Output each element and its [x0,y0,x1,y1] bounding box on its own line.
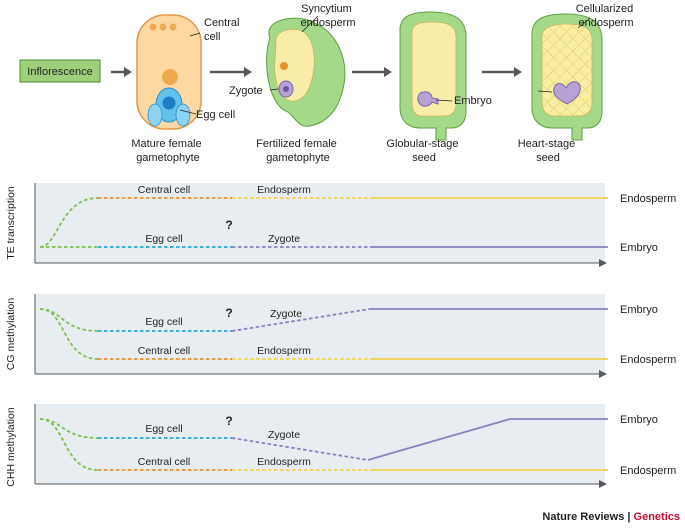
inflorescence-label: Inflorescence [27,66,92,78]
fertilized-gametophyte-illustration [266,15,346,127]
cg-egg-cell-label: Egg cell [145,316,182,328]
journal-credit: Nature Reviews | Genetics [542,511,680,523]
mature-stage-label: Mature female gametophyte [131,138,204,164]
egg-cell-callout: Egg cell [196,109,235,121]
chh-endosperm-label: Endosperm [257,456,311,468]
cg-endosperm-label: Endosperm [257,345,311,357]
heart-stage-label: Heart-stage seed [518,138,579,164]
panel-cg-methylation: CG methylation Egg cell Zygote Central c… [5,294,676,378]
cg-central-cell-label: Central cell [138,345,191,357]
te-egg-cell-label: Egg cell [145,233,182,245]
fertilized-stage-label: Fertilized female gametophyte [256,138,340,164]
cg-right-embryo: Embryo [620,304,658,316]
cg-zygote-dashed [231,308,371,332]
panel-te-transcription: TE transcription Central cell Endosperm … [5,183,676,267]
te-central-cell-label: Central cell [138,184,191,196]
chh-zygote-label: Zygote [268,429,300,441]
cg-question-mark: ? [225,306,232,320]
te-right-endosperm: Endosperm [620,193,676,205]
chh-right-endosperm: Endosperm [620,465,676,477]
panel-chh-methylation: CHH methylation Egg cell Zygote Central … [5,404,676,488]
te-zygote-label: Zygote [268,233,300,245]
chh-right-embryo: Embryo [620,414,658,426]
heart-seed-illustration [531,13,603,141]
panel-chh-ylabel: CHH methylation [5,407,17,487]
cg-central-drop [39,308,99,360]
chh-embryo-line [367,418,608,461]
cellularized-callout: Cellularized endosperm [576,3,637,29]
cg-zygote-label: Zygote [270,308,302,320]
credit-separator: | [624,511,633,523]
te-question-mark: ? [225,218,232,232]
credit-journal: Nature Reviews [542,511,624,523]
cg-right-endosperm: Endosperm [620,354,676,366]
te-right-embryo: Embryo [620,242,658,254]
embryo-callout: Embryo [454,95,492,107]
chh-central-cell-label: Central cell [138,456,191,468]
panel-te-ylabel: TE transcription [5,186,17,260]
chh-egg-cell-label: Egg cell [145,423,182,435]
inflorescence-box: Inflorescence [19,59,101,83]
globular-stage-label: Globular-stage seed [386,138,461,164]
central-cell-callout: Central cell [204,17,243,43]
te-central-cell-rise [39,197,99,248]
globular-seed-illustration [399,11,467,141]
chh-egg-drop [39,418,99,439]
chh-zygote-dashed [231,437,369,461]
panel-cg-ylabel: CG methylation [5,298,17,371]
chh-question-mark: ? [225,414,232,428]
cg-egg-drop [39,308,99,332]
zygote-callout: Zygote [229,85,263,97]
credit-section: Genetics [634,511,680,523]
syncytium-callout: Syncytium endosperm [300,3,355,29]
chh-central-drop [39,418,99,471]
te-endosperm-label: Endosperm [257,184,311,196]
mature-gametophyte-illustration [136,14,202,130]
